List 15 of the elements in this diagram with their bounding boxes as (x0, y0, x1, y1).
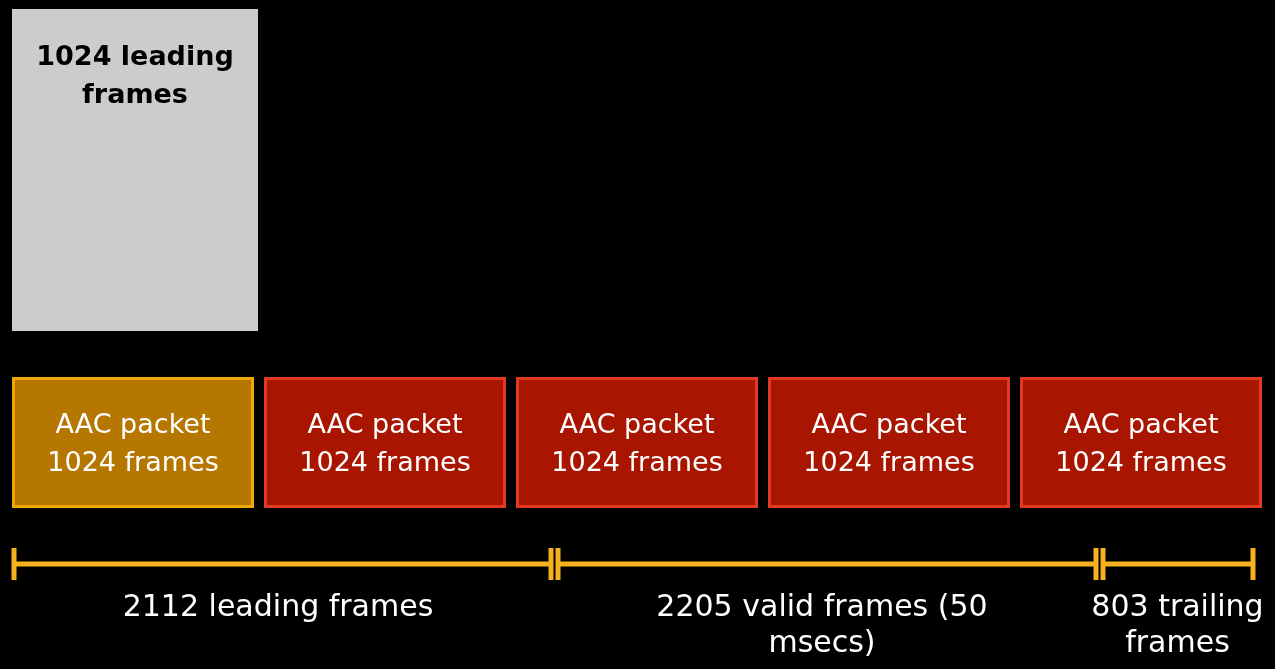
box-heading: 1024 leading frames (35, 39, 235, 111)
buffer-box (12, 9, 258, 331)
packet-label: AAC packet 1024 frames (298, 406, 472, 479)
dimension-label: 2205 valid frames (50 msecs) (655, 588, 989, 660)
packet-label: AAC packet 1024 frames (1054, 406, 1228, 479)
packet-box (1020, 377, 1262, 508)
dimension-label: 2112 leading frames (121, 588, 435, 624)
packet-box (516, 377, 758, 508)
dimension-label: 803 trailing frames (1090, 588, 1265, 660)
packet-label: AAC packet 1024 frames (46, 406, 220, 479)
packet-box (12, 377, 254, 508)
packet-label: AAC packet 1024 frames (550, 406, 724, 479)
packet-box (264, 377, 506, 508)
packet-box (768, 377, 1010, 508)
packet-label: AAC packet 1024 frames (802, 406, 976, 479)
